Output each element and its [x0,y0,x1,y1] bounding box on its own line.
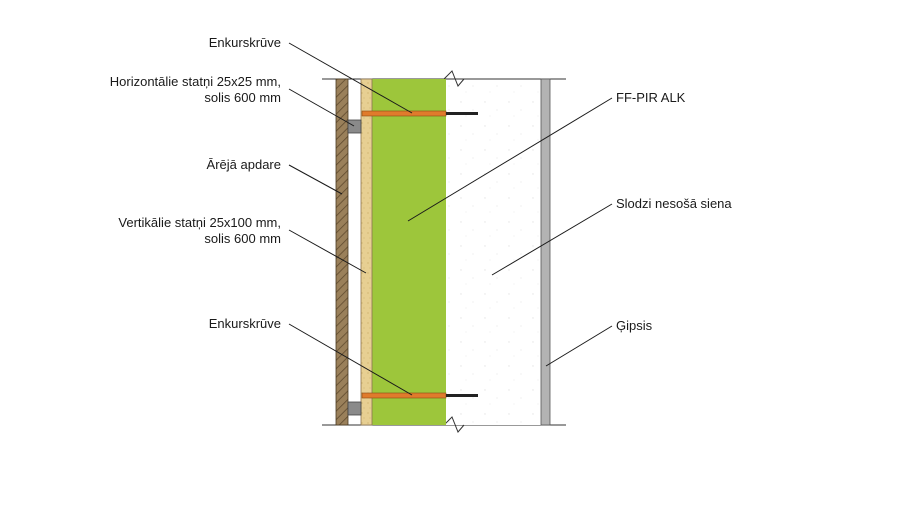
label-anchor-screw-top: Enkurskrūve [208,35,281,50]
anchor-screw-top [361,110,478,117]
horizontal-batten-bottom [347,401,362,416]
leader-insulation [407,97,613,222]
label-horizontal-battens-line2: solis 600 mm [204,90,281,105]
label-gypsum: Ģipsis [616,318,653,333]
label-exterior-finish: Ārējā apdare [206,157,281,172]
vertical-batten [360,78,373,426]
label-vertical-battens-line1: Vertikālie statņi 25x100 mm, [118,215,281,230]
break-mark-top [443,70,465,87]
label-vertical-battens-line2: solis 600 mm [204,231,281,246]
break-mark-bottom [443,416,465,433]
leader-horizontal-battens [288,88,355,127]
leader-load-bearing-wall [491,203,613,276]
label-vertical-battens: Vertikālie statņi 25x100 mm, solis 600 m… [118,215,281,247]
leader-anchor-top [288,42,413,114]
leader-gypsum [545,325,613,367]
leader-exterior-finish [288,164,343,195]
label-horizontal-battens-line1: Horizontālie statņi 25x25 mm, [109,74,281,89]
horizontal-batten-top [347,119,362,134]
insulation-layer [372,79,446,425]
label-insulation: FF-PIR ALK [616,90,686,105]
load-bearing-wall [446,80,541,425]
label-load-bearing-wall: Slodzi nesošā siena [616,196,732,211]
anchor-screw-bottom [361,392,478,399]
exterior-finish [335,78,349,426]
gypsum-layer [540,78,551,426]
label-anchor-screw-bottom: Enkurskrūve [208,316,281,331]
leader-vertical-battens [288,229,367,274]
label-horizontal-battens: Horizontālie statņi 25x25 mm, solis 600 … [110,74,281,106]
leader-anchor-bottom [288,323,413,396]
